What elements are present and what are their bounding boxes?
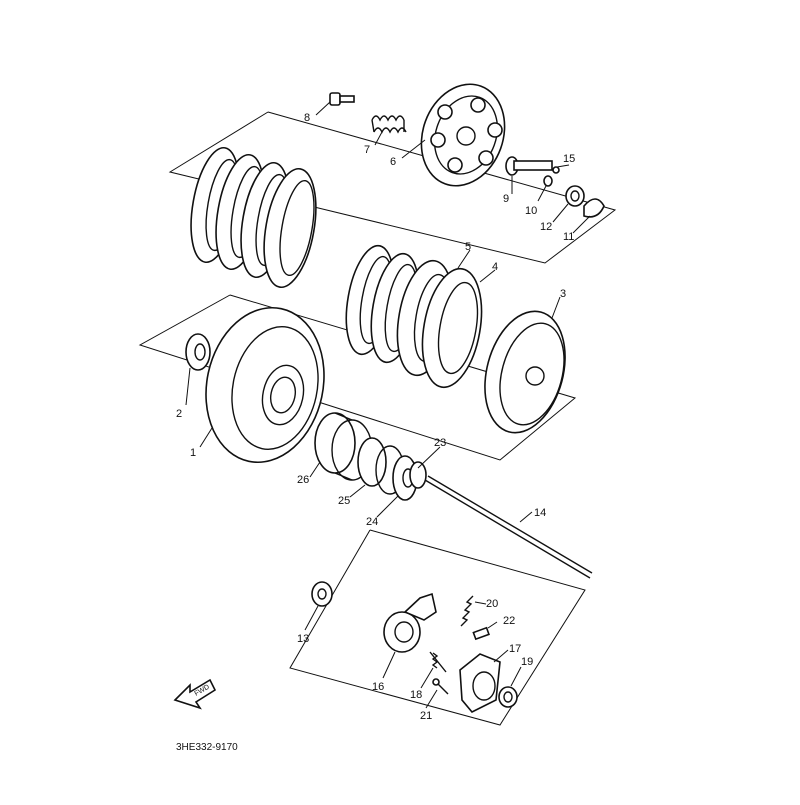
part-7-spring[interactable] <box>371 115 407 134</box>
part-1-clutch-housing[interactable] <box>192 297 338 474</box>
callout-14[interactable]: 14 <box>534 507 546 519</box>
callout-16[interactable]: 16 <box>372 681 384 693</box>
part-23-washer[interactable] <box>409 461 427 489</box>
fwd-arrow-icon: FWD <box>173 678 217 710</box>
callout-26[interactable]: 26 <box>297 474 309 486</box>
part-6-pressure-plate[interactable] <box>408 72 519 197</box>
part-10-washer[interactable] <box>543 175 553 187</box>
part-20-spring[interactable] <box>460 595 474 627</box>
group-box-bottom <box>289 529 586 726</box>
part-13-bearing[interactable] <box>311 581 333 607</box>
part-16-release-lever[interactable] <box>383 592 437 653</box>
callout-8[interactable]: 8 <box>304 112 310 124</box>
callout-15[interactable]: 15 <box>563 153 575 165</box>
part-14-push-rod-long[interactable] <box>424 475 593 579</box>
part-9-push-rod[interactable] <box>505 156 553 176</box>
callout-10[interactable]: 10 <box>525 205 537 217</box>
part-21-screw[interactable] <box>432 678 449 695</box>
group-box-top <box>168 111 617 264</box>
callout-22[interactable]: 22 <box>503 615 515 627</box>
callout-6[interactable]: 6 <box>390 156 396 168</box>
callout-13[interactable]: 13 <box>297 633 309 645</box>
part-18-stud[interactable] <box>429 651 447 673</box>
leader-lines <box>185 101 591 709</box>
callout-20[interactable]: 20 <box>486 598 498 610</box>
callout-2[interactable]: 2 <box>176 408 182 420</box>
part-12-nut[interactable] <box>565 185 585 207</box>
callout-21[interactable]: 21 <box>420 710 432 722</box>
callout-5[interactable]: 5 <box>465 241 471 253</box>
callout-24[interactable]: 24 <box>366 516 378 528</box>
diagram-code: 3HE332-9170 <box>176 742 238 753</box>
part-15-ball[interactable] <box>552 166 560 174</box>
part-8-bolt[interactable] <box>329 92 355 106</box>
callout-4[interactable]: 4 <box>492 261 498 273</box>
part-4-clutch-plate[interactable] <box>414 264 490 392</box>
callout-1[interactable]: 1 <box>190 447 196 459</box>
clutch-plate-stack-left[interactable] <box>183 144 324 291</box>
callout-18[interactable]: 18 <box>410 689 422 701</box>
part-19-nut[interactable] <box>498 686 518 708</box>
part-3-clutch-boss[interactable] <box>472 302 578 441</box>
callout-19[interactable]: 19 <box>521 656 533 668</box>
callout-17[interactable]: 17 <box>509 643 521 655</box>
callout-25[interactable]: 25 <box>338 495 350 507</box>
callout-3[interactable]: 3 <box>560 288 566 300</box>
callout-11[interactable]: 11 <box>563 231 574 243</box>
part-17-cover[interactable] <box>459 653 501 713</box>
part-2-thrust-washer[interactable] <box>185 333 211 371</box>
callout-9[interactable]: 9 <box>503 193 509 205</box>
part-22-pin[interactable] <box>472 626 490 641</box>
callout-12[interactable]: 12 <box>540 221 552 233</box>
callout-23[interactable]: 23 <box>434 437 446 449</box>
callouts: 8 7 6 9 10 15 12 11 5 4 3 2 1 23 26 25 2… <box>176 112 575 722</box>
callout-7[interactable]: 7 <box>364 144 370 156</box>
